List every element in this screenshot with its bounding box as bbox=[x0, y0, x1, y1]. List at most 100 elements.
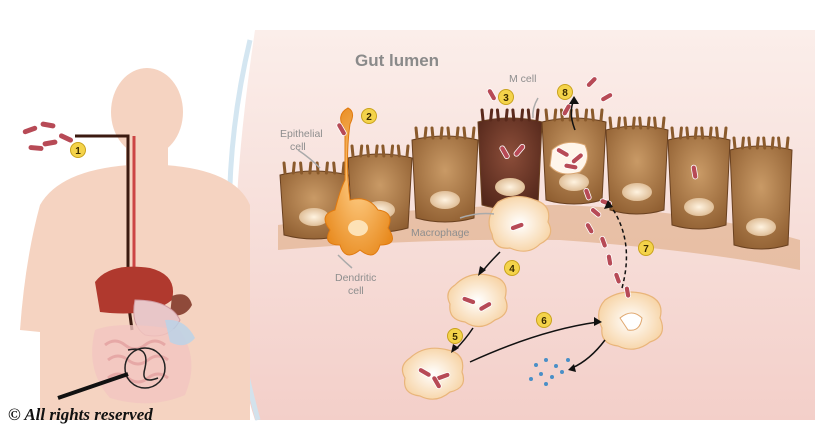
microvillus bbox=[653, 116, 658, 130]
microvillus bbox=[747, 136, 752, 150]
microvillus bbox=[439, 126, 444, 140]
microvillus bbox=[396, 144, 401, 158]
cell-nucleus bbox=[559, 173, 589, 191]
microvillus bbox=[599, 108, 604, 122]
svg-text:6: 6 bbox=[541, 316, 547, 327]
microvillus bbox=[732, 136, 737, 150]
macrophage-2 bbox=[447, 273, 508, 328]
svg-text:3: 3 bbox=[503, 93, 509, 104]
microvillus bbox=[670, 126, 675, 140]
macrophage-3 bbox=[401, 347, 465, 400]
microvillus bbox=[616, 116, 621, 130]
microvillus bbox=[708, 126, 713, 140]
microvillus bbox=[489, 108, 494, 122]
microvillus bbox=[471, 126, 476, 140]
microvillus bbox=[700, 126, 705, 140]
microvillus bbox=[584, 108, 589, 122]
microvillus bbox=[678, 126, 683, 140]
svg-text:2: 2 bbox=[366, 112, 372, 123]
microvillus bbox=[359, 144, 364, 158]
step-5-badge: 5 bbox=[447, 328, 463, 344]
microvillus bbox=[414, 126, 419, 140]
step-3-badge: 3 bbox=[498, 89, 514, 105]
microvillus bbox=[299, 161, 304, 175]
cell-nucleus bbox=[746, 218, 776, 236]
microvillus bbox=[638, 116, 643, 130]
microvillus bbox=[590, 108, 595, 122]
microvillus bbox=[575, 108, 580, 122]
microvillus bbox=[785, 136, 790, 150]
microvillus bbox=[462, 126, 467, 140]
microvillus bbox=[381, 144, 386, 158]
microvillus bbox=[423, 126, 428, 140]
microvillus bbox=[526, 108, 531, 122]
microvillus bbox=[740, 136, 745, 150]
pancreas-blue bbox=[165, 319, 195, 346]
microvillus bbox=[623, 116, 628, 130]
arrow-heads bbox=[451, 96, 613, 372]
microvillus bbox=[723, 126, 728, 140]
microvillus bbox=[332, 161, 337, 175]
microvillus bbox=[770, 136, 775, 150]
svg-text:5: 5 bbox=[452, 332, 458, 343]
microvillus bbox=[685, 126, 690, 140]
step-badges: 1 2 3 4 5 6 7 8 bbox=[70, 84, 654, 344]
macrophage-label: Macrophage bbox=[411, 227, 470, 239]
microvillus bbox=[535, 108, 540, 122]
microvillus bbox=[291, 161, 296, 175]
intracellular-bacteria bbox=[336, 122, 699, 390]
microvillus bbox=[715, 126, 720, 140]
svg-text:8: 8 bbox=[562, 88, 568, 99]
microvillus bbox=[504, 108, 509, 122]
intestine-zoom-circle bbox=[124, 347, 166, 389]
gut-lumen-label: Gut lumen bbox=[355, 51, 439, 70]
microvillus bbox=[341, 161, 346, 175]
dendritic-cell-label-line1: Dendritic bbox=[335, 272, 376, 284]
svg-text:7: 7 bbox=[643, 244, 649, 255]
step-4-badge: 4 bbox=[504, 260, 520, 276]
epithelial-cell-label-line1: Epithelial bbox=[280, 128, 323, 140]
spleen bbox=[170, 294, 192, 316]
microvillus bbox=[520, 108, 525, 122]
microvillus bbox=[480, 108, 485, 122]
microvillus bbox=[390, 144, 395, 158]
process-arrows bbox=[297, 97, 628, 369]
microvillus bbox=[646, 116, 651, 130]
microvillus bbox=[559, 108, 564, 122]
microvillus bbox=[631, 116, 636, 130]
cell-nucleus bbox=[684, 198, 714, 216]
step-7-badge: 7 bbox=[638, 240, 654, 256]
microvillus bbox=[762, 136, 767, 150]
microvillus bbox=[608, 116, 613, 130]
step-1-badge: 1 bbox=[70, 142, 86, 158]
microvillus bbox=[693, 126, 698, 140]
microvillus bbox=[777, 136, 782, 150]
svg-text:1: 1 bbox=[75, 146, 81, 157]
microvillus bbox=[430, 126, 435, 140]
svg-text:4: 4 bbox=[509, 264, 515, 275]
cell-nucleus bbox=[622, 183, 652, 201]
microvillus bbox=[661, 116, 666, 130]
pointer-line bbox=[57, 372, 129, 400]
microvillus bbox=[350, 144, 355, 158]
microvillus bbox=[308, 161, 313, 175]
bacterial-debris bbox=[529, 358, 570, 386]
dendritic-cell bbox=[324, 107, 393, 256]
microvillus bbox=[324, 161, 329, 175]
copyright-notice: © All rights reserved bbox=[8, 405, 153, 424]
free-bacteria bbox=[486, 76, 632, 299]
microvillus bbox=[553, 108, 558, 122]
microvillus bbox=[544, 108, 549, 122]
step-2-badge: 2 bbox=[361, 108, 377, 124]
step-8-badge: 8 bbox=[557, 84, 573, 100]
esophagus bbox=[75, 134, 134, 331]
epithelial-cell-label-line2: cell bbox=[290, 141, 306, 153]
microvillus bbox=[511, 108, 516, 122]
step-6-badge: 6 bbox=[536, 312, 552, 328]
microvillus bbox=[495, 108, 500, 122]
m-cell-label: M cell bbox=[509, 73, 536, 85]
microvillus bbox=[282, 161, 287, 175]
microvillus bbox=[755, 136, 760, 150]
dendritic-cell-label-line2: cell bbox=[348, 285, 364, 297]
